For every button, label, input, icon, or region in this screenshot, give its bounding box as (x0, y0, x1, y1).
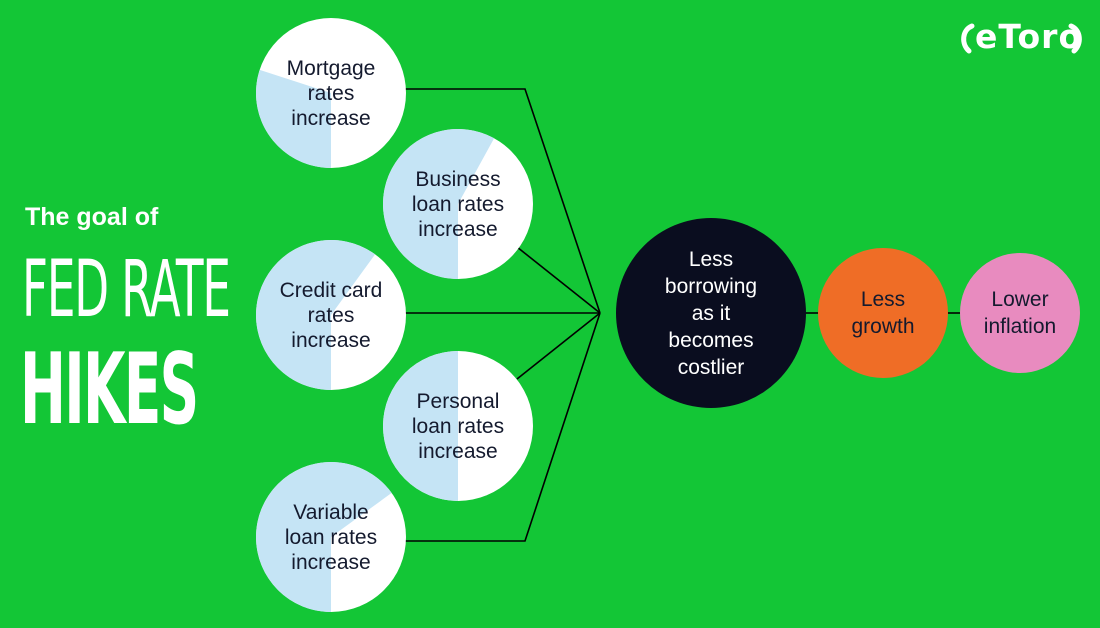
effect-label: Less borrowing as it becomes costlier (664, 247, 758, 379)
cause-variable-loan-rates: Variable loan rates increase (256, 462, 406, 612)
effect-lower-inflation: Lower inflation (960, 253, 1080, 373)
cause-label: Variable loan rates increase (284, 500, 378, 574)
cause-label: Business loan rates increase (411, 167, 505, 241)
connector-variable (405, 312, 601, 542)
etoro-logo: eToro (958, 16, 1088, 58)
cause-pie-fill (256, 462, 406, 612)
pie-slice (383, 351, 458, 501)
connector-personal (516, 312, 601, 380)
cause-business-loan-rates: Business loan rates increase (383, 129, 533, 279)
cause-pie-fill (383, 129, 533, 279)
cause-label: Personal loan rates increase (411, 389, 505, 463)
cause-label: Mortgage rates increase (286, 56, 376, 130)
effect-label: Lower inflation (983, 288, 1057, 338)
heading-intro: The goal of (25, 203, 159, 231)
cause-pie-fill (256, 18, 406, 168)
connector-business (516, 246, 601, 314)
cause-pie-fill (256, 240, 406, 390)
heading-fed-rate: FED RATE (22, 245, 231, 335)
bull-horns-icon (961, 23, 1082, 54)
effect-less-growth: Less growth (818, 248, 948, 378)
pie-slice (256, 69, 331, 168)
logo-wordmark: eToro (975, 17, 1083, 56)
pie-slice (256, 240, 376, 390)
cause-personal-loan-rates: Personal loan rates increase (383, 351, 533, 501)
effect-label: Less growth (851, 288, 915, 338)
pie-slice (383, 129, 495, 279)
pie-slice (256, 462, 392, 612)
effect-less-borrowing: Less borrowing as it becomes costlier (616, 218, 806, 408)
cause-mortgage-rates: Mortgage rates increase (256, 18, 406, 168)
heading-hikes: HIKES (20, 333, 199, 447)
cause-label: Credit card rates increase (279, 278, 383, 352)
cause-pie-fill (383, 351, 533, 501)
cause-credit-card-rates: Credit card rates increase (256, 240, 406, 390)
connector-mortgage (405, 88, 601, 314)
